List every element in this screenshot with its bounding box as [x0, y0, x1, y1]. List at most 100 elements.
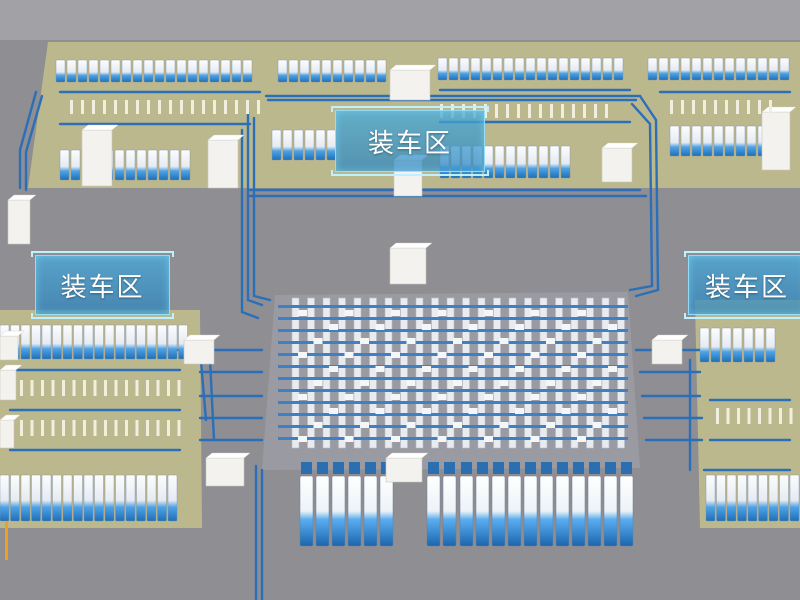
rack-column: [601, 297, 610, 449]
truck-icon: [125, 324, 136, 360]
storage-rack: [322, 297, 331, 449]
rack-bin: [608, 324, 617, 330]
building-face: [389, 69, 431, 101]
truck-body: [459, 475, 474, 547]
truck-icon: [20, 474, 31, 522]
truck-icon: [492, 57, 503, 81]
truck-body: [167, 324, 178, 360]
rack-bin: [515, 324, 524, 330]
building-block: [601, 142, 639, 183]
loading-arm: [758, 100, 761, 114]
truck-body: [77, 59, 88, 83]
truck-icon: [167, 474, 178, 522]
truck-body: [724, 57, 735, 81]
rack-bin: [406, 422, 416, 428]
loading-arm: [779, 408, 782, 424]
building-face: [183, 339, 215, 365]
loading-arm: [167, 420, 170, 436]
rack-column: [570, 297, 579, 449]
truck-body: [536, 57, 547, 81]
loading-arm: [789, 408, 793, 424]
loading-arm: [83, 380, 86, 396]
building-block: [207, 134, 245, 189]
storage-rack: [446, 297, 455, 449]
storage-rack: [415, 297, 424, 449]
truck-icon: [88, 59, 99, 83]
truck-icon: [491, 462, 506, 547]
rack-column: [446, 297, 455, 449]
loading-arm: [235, 100, 238, 114]
truck-icon: [735, 57, 746, 81]
truck-body: [115, 474, 125, 522]
truck-body: [514, 57, 525, 81]
truck-body: [154, 59, 165, 83]
storage-rack: [291, 297, 300, 449]
truck-icon: [527, 145, 538, 179]
rack-bin: [375, 324, 385, 330]
rack-conveyor: [278, 389, 628, 392]
storage-rack: [555, 297, 563, 449]
loading-arm: [517, 104, 520, 118]
loading-arm: [62, 420, 65, 436]
truck-icon: [332, 59, 343, 83]
loading-arm: [594, 104, 597, 118]
truck-body: [716, 474, 726, 522]
truck-body: [735, 125, 746, 157]
dock-connector: [477, 462, 488, 474]
loading-arm: [72, 420, 76, 436]
truck-body: [59, 149, 70, 181]
rack-bin: [375, 366, 385, 372]
truck-icon: [73, 474, 83, 522]
rack-bin: [468, 408, 478, 414]
truck-body: [282, 129, 293, 161]
dock-connector: [428, 462, 439, 474]
truck-body: [735, 57, 746, 81]
building-face: [207, 139, 239, 189]
truck-icon: [475, 462, 490, 547]
truck-body: [347, 475, 362, 547]
truck-body: [231, 59, 242, 83]
truck-icon: [73, 324, 83, 360]
truck-body: [705, 474, 716, 522]
loading-arm: [103, 100, 106, 114]
truck-icon: [304, 129, 315, 161]
truck-body: [41, 474, 52, 522]
loading-arm: [125, 420, 128, 436]
building-roof: [7, 194, 37, 201]
truck-icon: [376, 59, 387, 83]
truck-icon: [426, 462, 441, 547]
truck-body: [31, 324, 41, 360]
truck-icon: [516, 145, 527, 179]
conveyor-line: [634, 94, 660, 298]
truck-icon: [503, 57, 514, 81]
truck-icon: [354, 59, 365, 83]
truck-icon: [55, 59, 66, 83]
rack-bin: [437, 394, 447, 400]
truck-icon: [157, 324, 167, 360]
truck-body: [20, 474, 31, 522]
building-roof: [389, 242, 433, 249]
rack-bin: [608, 408, 617, 414]
truck-icon: [680, 125, 691, 157]
truck-icon: [587, 462, 602, 547]
building-block: [0, 414, 21, 449]
building-block: [385, 452, 429, 483]
loading-arm: [51, 380, 55, 396]
truck-body: [503, 57, 514, 81]
truck-icon: [277, 59, 288, 83]
rack-bin: [530, 352, 540, 358]
truck-body: [737, 474, 747, 522]
rack-bin: [484, 310, 493, 316]
truck-icon: [481, 57, 492, 81]
truck-body: [136, 324, 146, 360]
truck-icon: [31, 474, 41, 522]
truck-body: [426, 475, 441, 547]
truck-icon: [680, 57, 691, 81]
truck-icon: [494, 145, 505, 179]
truck-body: [669, 125, 680, 157]
truck-icon: [77, 59, 88, 83]
truck-body: [525, 57, 536, 81]
truck-body: [125, 149, 136, 181]
loading-arm: [30, 380, 34, 396]
building-block: [81, 124, 119, 187]
